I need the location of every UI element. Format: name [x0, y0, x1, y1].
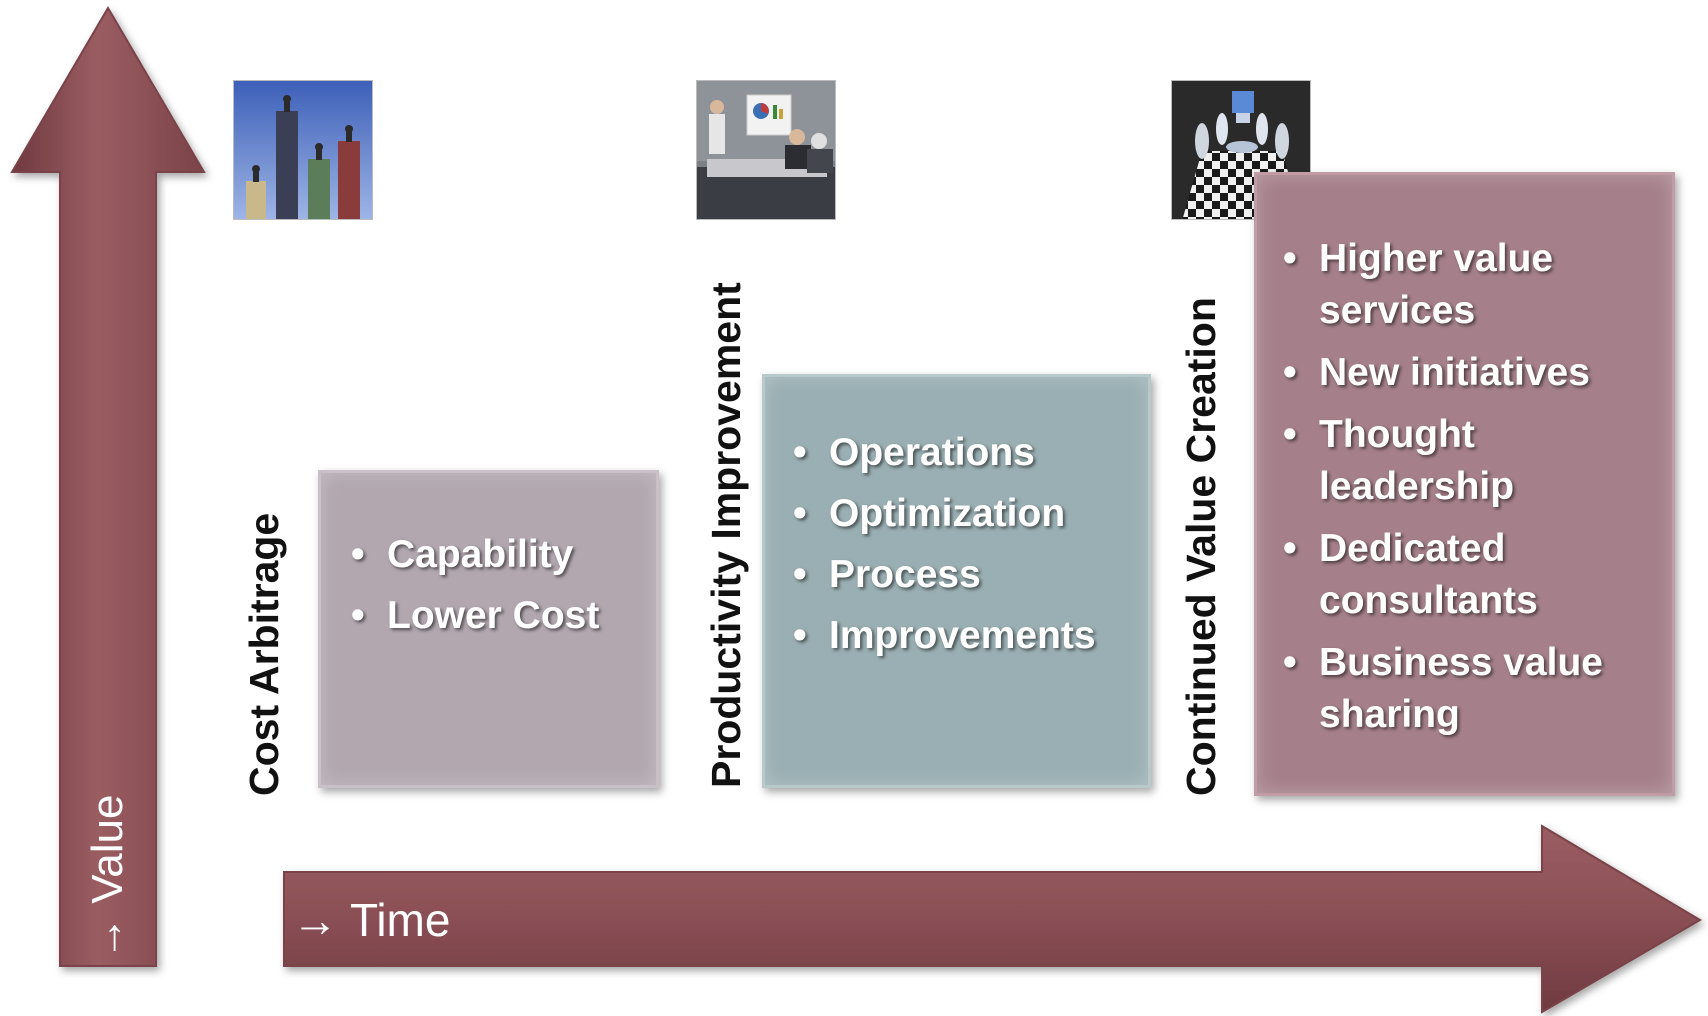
- bullet-list: Operations Optimization Process Improvem…: [789, 427, 1148, 662]
- time-axis-label: → Time: [292, 894, 451, 946]
- bullet-item: Higher value services: [1279, 233, 1672, 337]
- bullet-item: Improvements: [789, 610, 1148, 662]
- bar-chart-figures-photo: [233, 80, 373, 220]
- bullet-item: Lower Cost: [347, 590, 656, 642]
- stage-title-productivity-improvement: Productivity Improvement: [703, 282, 749, 788]
- bullet-item: Dedicated consultants: [1279, 523, 1672, 627]
- stage-box-cost-arbitrage: Capability Lower Cost: [318, 470, 659, 788]
- stage-box-productivity-improvement: Operations Optimization Process Improvem…: [762, 374, 1151, 788]
- time-axis-arrow: [283, 824, 1702, 1014]
- bullet-item: Thought leadership: [1279, 409, 1672, 513]
- value-axis-label: → Value: [83, 794, 132, 961]
- bullet-item: Capability: [347, 529, 656, 581]
- business-meeting-presentation-photo: [696, 80, 836, 220]
- stage-title-cost-arbitrage: Cost Arbitrage: [241, 512, 287, 796]
- bullet-item: New initiatives: [1279, 347, 1672, 399]
- bullet-item: Operations: [789, 427, 1148, 479]
- stage-box-continued-value-creation: Higher value services New initiatives Th…: [1254, 172, 1675, 796]
- bullet-list: Higher value services New initiatives Th…: [1279, 233, 1672, 741]
- bullet-item: Optimization: [789, 488, 1148, 540]
- stage-title-continued-value-creation: Continued Value Creation: [1178, 297, 1224, 796]
- bullet-item: Process: [789, 549, 1148, 601]
- bullet-list: Capability Lower Cost: [347, 529, 656, 642]
- bullet-item: Business value sharing: [1279, 637, 1672, 741]
- value-axis-arrow: [10, 6, 206, 967]
